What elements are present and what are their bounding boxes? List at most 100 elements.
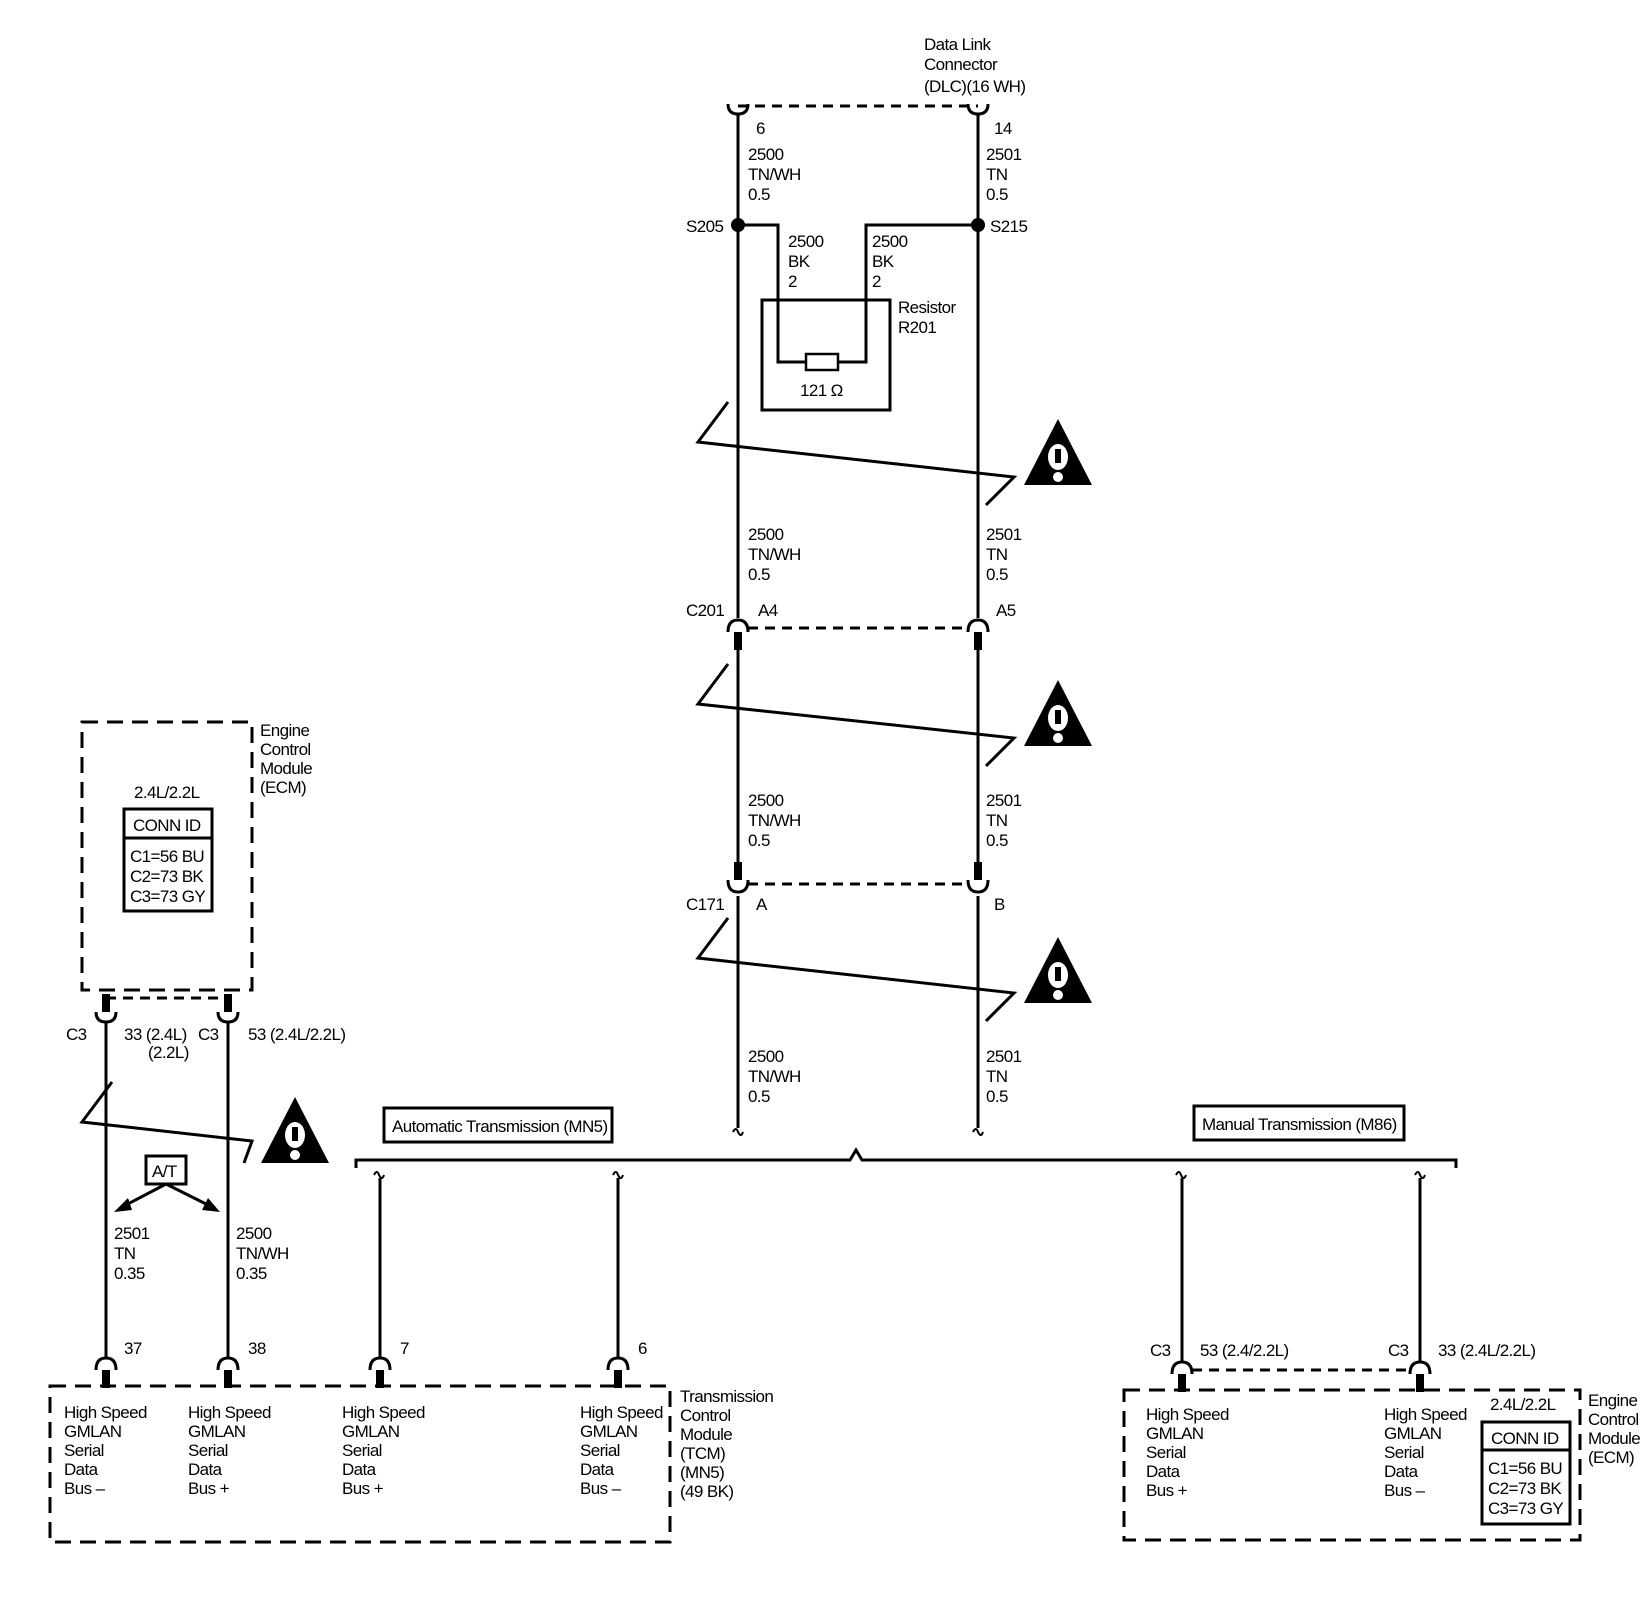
splice-s215-label: S215 bbox=[990, 217, 1027, 236]
wire-circuit: 2501 bbox=[986, 145, 1022, 164]
option-at-label: Automatic Transmission (MN5) bbox=[392, 1117, 608, 1136]
ecm-left-box bbox=[80, 720, 254, 992]
c201-pin-a4: A4 bbox=[758, 601, 778, 620]
ecm-right-label: Data bbox=[1384, 1462, 1419, 1481]
tcm-name: (TCM) bbox=[680, 1444, 725, 1463]
wire-circuit: 2500 bbox=[748, 525, 784, 544]
ecm-left: Engine Control Module (ECM) 2.4L/2.2L CO… bbox=[66, 720, 346, 1358]
conn-id-c2: C2=73 BK bbox=[1488, 1479, 1562, 1498]
option-mt-label: Manual Transmission (M86) bbox=[1202, 1115, 1397, 1134]
main-wires bbox=[732, 114, 984, 1136]
option-at-box bbox=[382, 1106, 614, 1144]
pin-53-label: 53 (2.4L/2.2L) bbox=[248, 1025, 345, 1044]
ecm-right-label: GMLAN bbox=[1384, 1424, 1441, 1443]
wire-labels-bottom: 2500 TN/WH 0.5 2501 TN 0.5 bbox=[748, 1047, 1022, 1106]
warning-icon bbox=[261, 1097, 329, 1163]
tcm-module: 37 38 7 6 High Speed GMLAN Serial Data B… bbox=[48, 1339, 774, 1544]
resistor-value: 121 Ω bbox=[800, 381, 843, 400]
wire-color: TN bbox=[986, 165, 1007, 184]
wire-color: TN/WH bbox=[748, 545, 801, 564]
wire-gauge: 0.35 bbox=[236, 1264, 267, 1283]
ecm-right-label: Serial bbox=[1384, 1443, 1424, 1462]
wire-labels-top: 2500 TN/WH 0.5 2501 TN 0.5 bbox=[748, 145, 1022, 204]
pin-33-label: 33 (2.4L) bbox=[124, 1025, 187, 1044]
tcm-pin-37: 37 bbox=[124, 1339, 142, 1358]
ecm-left-label: Engine bbox=[260, 721, 309, 740]
ecm-right-name: Engine bbox=[1588, 1391, 1637, 1410]
wire-color: TN bbox=[986, 811, 1007, 830]
conn-id-c3: C3=73 GY bbox=[1488, 1499, 1563, 1518]
at-label: A/T bbox=[152, 1162, 177, 1181]
wire-circuit: 2501 bbox=[986, 525, 1022, 544]
tcm-label: GMLAN bbox=[188, 1422, 245, 1441]
wire-circuit: 2500 bbox=[236, 1224, 272, 1243]
break-mark bbox=[695, 401, 1018, 507]
conn-id-c3: C3=73 GY bbox=[130, 887, 205, 906]
tcm-label: High Speed bbox=[188, 1403, 271, 1422]
tcm-label: Serial bbox=[580, 1441, 620, 1460]
wire-circuit: 2500 bbox=[748, 145, 784, 164]
c171-pin-b: B bbox=[994, 895, 1005, 914]
tcm-label: Bus – bbox=[580, 1479, 622, 1498]
wire-gauge: 0.5 bbox=[748, 185, 770, 204]
resistor-r201: 2500 BK 2 2500 BK 2 Resistor R201 121 Ω bbox=[738, 223, 978, 412]
wire-circuit: 2500 bbox=[788, 232, 824, 251]
conn-id-box bbox=[1480, 1420, 1572, 1526]
wire-gauge: 0.5 bbox=[986, 185, 1008, 204]
arrow-icon bbox=[202, 1198, 220, 1212]
ecm-right-label: Bus – bbox=[1384, 1481, 1426, 1500]
tcm-pin-38: 38 bbox=[248, 1339, 266, 1358]
ecm-right-box bbox=[1122, 1388, 1582, 1542]
wire-gauge: 0.5 bbox=[986, 831, 1008, 850]
wire-labels-mid: 2500 TN/WH 0.5 2501 TN 0.5 bbox=[748, 525, 1022, 584]
tcm-name: (MN5) bbox=[680, 1463, 724, 1482]
conn-id-header: CONN ID bbox=[1491, 1429, 1559, 1448]
wire-color: TN/WH bbox=[748, 811, 801, 830]
ecm-left-label: Control bbox=[260, 740, 311, 759]
c201-label: C201 bbox=[686, 601, 724, 620]
tcm-label: Bus + bbox=[188, 1479, 230, 1498]
wire-gauge: 0.5 bbox=[748, 565, 770, 584]
break-mark bbox=[695, 917, 1018, 1023]
ecm-right-label: GMLAN bbox=[1146, 1424, 1203, 1443]
warning-icon bbox=[1024, 937, 1092, 1003]
dlc-label-1: Data Link bbox=[924, 35, 992, 54]
conn-id-box bbox=[122, 807, 214, 913]
ecm-right-label: Serial bbox=[1146, 1443, 1186, 1462]
tcm-name: Control bbox=[680, 1406, 731, 1425]
ecm-right-label: Data bbox=[1146, 1462, 1181, 1481]
wire-labels-lower: 2500 TN/WH 0.5 2501 TN 0.5 bbox=[748, 791, 1022, 850]
ecm-right-name: (ECM) bbox=[1588, 1448, 1634, 1467]
break-mark bbox=[695, 663, 1018, 768]
c171-label: C171 bbox=[686, 895, 724, 914]
connector-c201: C201 A4 A5 bbox=[686, 601, 1016, 650]
conn-id-c2: C2=73 BK bbox=[130, 867, 204, 886]
wire-color: TN bbox=[986, 545, 1007, 564]
conn-id-c1: C1=56 BU bbox=[130, 847, 204, 866]
tcm-box bbox=[48, 1384, 672, 1544]
resistor-id: R201 bbox=[898, 318, 936, 337]
ecm-right-engine: 2.4L/2.2L bbox=[1490, 1395, 1556, 1414]
ecm-right-label: High Speed bbox=[1146, 1405, 1229, 1424]
tcm-label: Data bbox=[188, 1460, 223, 1479]
wire-circuit: 2501 bbox=[986, 791, 1022, 810]
tcm-label: Serial bbox=[188, 1441, 228, 1460]
dlc-label-3: (DLC)(16 WH) bbox=[924, 77, 1025, 96]
tcm-label: High Speed bbox=[342, 1403, 425, 1422]
pin-33-label-2: (2.2L) bbox=[148, 1043, 189, 1062]
ecm-right-label: Bus + bbox=[1146, 1481, 1188, 1500]
c201-pin-a5: A5 bbox=[996, 601, 1016, 620]
connector-c171: C171 A B bbox=[686, 862, 1006, 914]
tcm-label: GMLAN bbox=[342, 1422, 399, 1441]
wire-color: BK bbox=[788, 252, 811, 271]
ecm-right-label: High Speed bbox=[1384, 1405, 1467, 1424]
resistor-housing bbox=[760, 298, 892, 412]
ecm-right: C3 53 (2.4/2.2L) C3 33 (2.4L/2.2L) High … bbox=[1122, 1341, 1641, 1542]
wire-circuit: 2501 bbox=[986, 1047, 1022, 1066]
tcm-pin-6: 6 bbox=[638, 1339, 647, 1358]
wire-color: BK bbox=[872, 252, 895, 271]
dlc-pin-6: 6 bbox=[756, 119, 765, 138]
splice-s205-label: S205 bbox=[686, 217, 723, 236]
